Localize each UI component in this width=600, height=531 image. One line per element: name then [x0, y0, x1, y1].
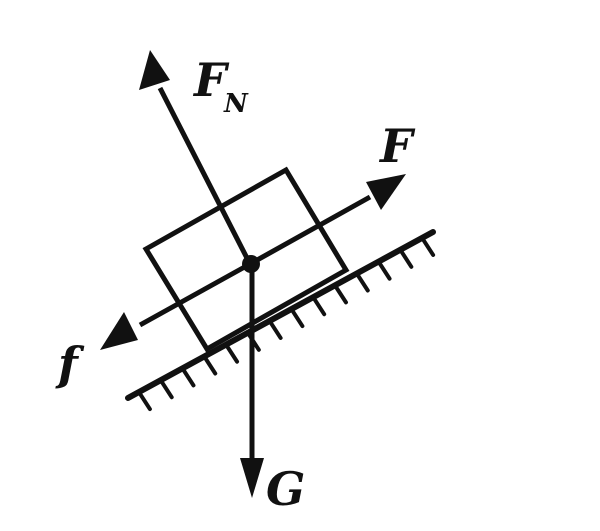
center-of-mass-dot — [242, 255, 260, 273]
normal-force-arrowhead — [139, 50, 170, 90]
hatch-mark — [311, 295, 327, 317]
friction-arrow — [100, 261, 252, 350]
hatch-mark — [158, 378, 174, 400]
hatch-mark — [332, 283, 348, 305]
applied-force-arrowhead — [366, 174, 406, 210]
surface-hatching — [136, 235, 436, 412]
hatch-mark — [267, 318, 283, 340]
hatch-mark — [420, 235, 436, 257]
gravity-arrowhead — [240, 458, 264, 498]
friction-arrowhead — [100, 312, 138, 350]
block — [142, 166, 350, 353]
hatch-mark — [354, 271, 370, 293]
normal-force-label: F — [192, 53, 230, 107]
hatch-mark — [398, 247, 414, 269]
normal-force-subscript: N — [223, 89, 249, 119]
applied-force-label: F — [378, 119, 416, 173]
inclined-surface — [125, 229, 436, 412]
hatch-mark — [289, 307, 305, 329]
hatch-mark — [136, 390, 152, 412]
gravity-label: G — [266, 462, 305, 516]
gravity-arrow — [240, 264, 264, 498]
hatch-mark — [180, 366, 196, 388]
incline-line — [125, 229, 436, 401]
applied-force-arrow — [248, 174, 406, 267]
normal-force-arrow — [139, 50, 253, 266]
friction-label: f — [55, 337, 85, 391]
hatch-mark — [202, 354, 218, 376]
hatch-mark — [376, 259, 392, 281]
hatch-mark — [224, 342, 240, 364]
